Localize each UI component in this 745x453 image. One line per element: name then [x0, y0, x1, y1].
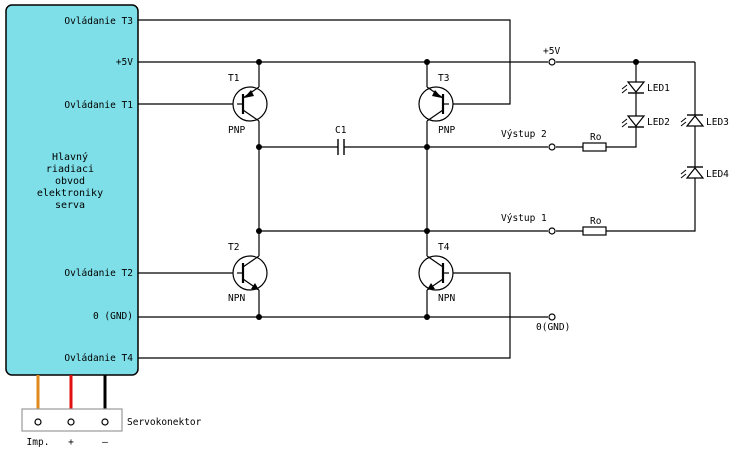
resistor-out1: Ro: [582, 216, 607, 236]
connector-pin-minus: [101, 418, 109, 426]
t2-type: NPN: [228, 293, 245, 304]
terminal-out2-label: Výstup 2: [501, 129, 547, 140]
resistor-out2-label: Ro: [590, 132, 602, 143]
main-block-title-line-1: Hlavný: [52, 151, 88, 163]
junction-dot: [424, 144, 430, 150]
pin-label-plus5v: +5V: [116, 57, 133, 68]
servo-connector-label: Servokonektor: [127, 417, 202, 428]
wire-ctrl-t4: [138, 272, 511, 359]
pin-label-ctrl-t2: Ovládanie T2: [64, 268, 133, 279]
junction-dot: [256, 59, 262, 65]
transistor-t2: T2 NPN: [228, 242, 268, 304]
junction-dot: [633, 59, 639, 65]
terminal-gnd: [548, 313, 556, 321]
main-block-title-line-4: elektroniky: [37, 188, 103, 199]
junction-dot: [256, 144, 262, 150]
output-terminals: +5V Výstup 2 Výstup 1 0(GND): [501, 46, 570, 333]
led1-label: LED1: [647, 83, 670, 94]
terminal-plus5v: [548, 58, 556, 66]
transistor-t1: T1 PNP: [228, 73, 268, 136]
pin-label-ctrl-t3: Ovládanie T3: [64, 16, 133, 27]
terminal-gnd-label: 0(GND): [536, 322, 570, 333]
transistor-t4: T4 NPN: [418, 242, 455, 304]
junction-dot: [256, 228, 262, 234]
servo-connector: Servokonektor Imp. + —: [21, 375, 202, 448]
terminal-plus5v-label: +5V: [543, 46, 560, 57]
t3-type: PNP: [438, 125, 455, 136]
junction-dot: [424, 314, 430, 320]
pin-label-ctrl-t4: Ovládanie T4: [64, 353, 133, 364]
pnp-arrow-icon: [244, 90, 254, 98]
resistor-out2: Ro: [582, 132, 607, 152]
connector-pin-plus: [67, 418, 75, 426]
main-block-title-line-3: obvod: [55, 176, 85, 187]
led4-label: LED4: [706, 169, 729, 180]
pnp-arrow-icon: [432, 90, 442, 98]
led3: LED3: [680, 114, 729, 128]
main-block-title-line-5: serva: [55, 200, 85, 211]
wire-ro-to-led-left: [606, 126, 637, 148]
light-emission-icon: [621, 118, 628, 128]
main-block-title-line-2: riadiaci: [46, 164, 94, 175]
t3-name: T3: [438, 73, 449, 84]
pin-label-gnd: 0 (GND): [93, 311, 133, 322]
connector-pin-imp: [34, 418, 42, 426]
circuit-wires: [138, 19, 696, 359]
junction-dot: [424, 228, 430, 234]
c1-label: C1: [335, 125, 347, 136]
t4-type: NPN: [438, 293, 455, 304]
t1-name: T1: [228, 73, 240, 84]
npn-arrow-icon: [427, 283, 435, 290]
connector-pin-label-minus: —: [102, 437, 108, 448]
junction-dot: [256, 314, 262, 320]
resistor-out1-label: Ro: [590, 216, 602, 227]
junction-dots: [256, 59, 639, 320]
t2-name: T2: [228, 242, 239, 253]
t4-name: T4: [438, 242, 450, 253]
pin-label-ctrl-t1: Ovládanie T1: [64, 100, 133, 111]
led4: LED4: [680, 166, 729, 180]
npn-arrow-icon: [251, 283, 259, 290]
transistor-t3: T3 PNP: [418, 73, 455, 136]
led2: LED2: [621, 115, 670, 128]
t1-type: PNP: [228, 125, 245, 136]
light-emission-icon: [621, 84, 628, 94]
light-emission-icon: [680, 169, 687, 179]
terminal-out1: [548, 227, 556, 235]
terminal-out2: [548, 143, 556, 151]
terminal-out1-label: Výstup 1: [501, 213, 547, 224]
led1: LED1: [621, 81, 670, 94]
led3-label: LED3: [706, 117, 729, 128]
wire-ro-to-led-right: [606, 178, 696, 232]
connector-pin-label-plus: +: [68, 437, 74, 448]
connector-pin-label-imp: Imp.: [27, 437, 50, 448]
junction-dot: [424, 59, 430, 65]
capacitor-c1: C1: [335, 125, 347, 155]
main-control-block: Hlavný riadiaci obvod elektroniky serva …: [5, 4, 139, 376]
led2-label: LED2: [647, 117, 670, 128]
light-emission-icon: [680, 117, 687, 127]
